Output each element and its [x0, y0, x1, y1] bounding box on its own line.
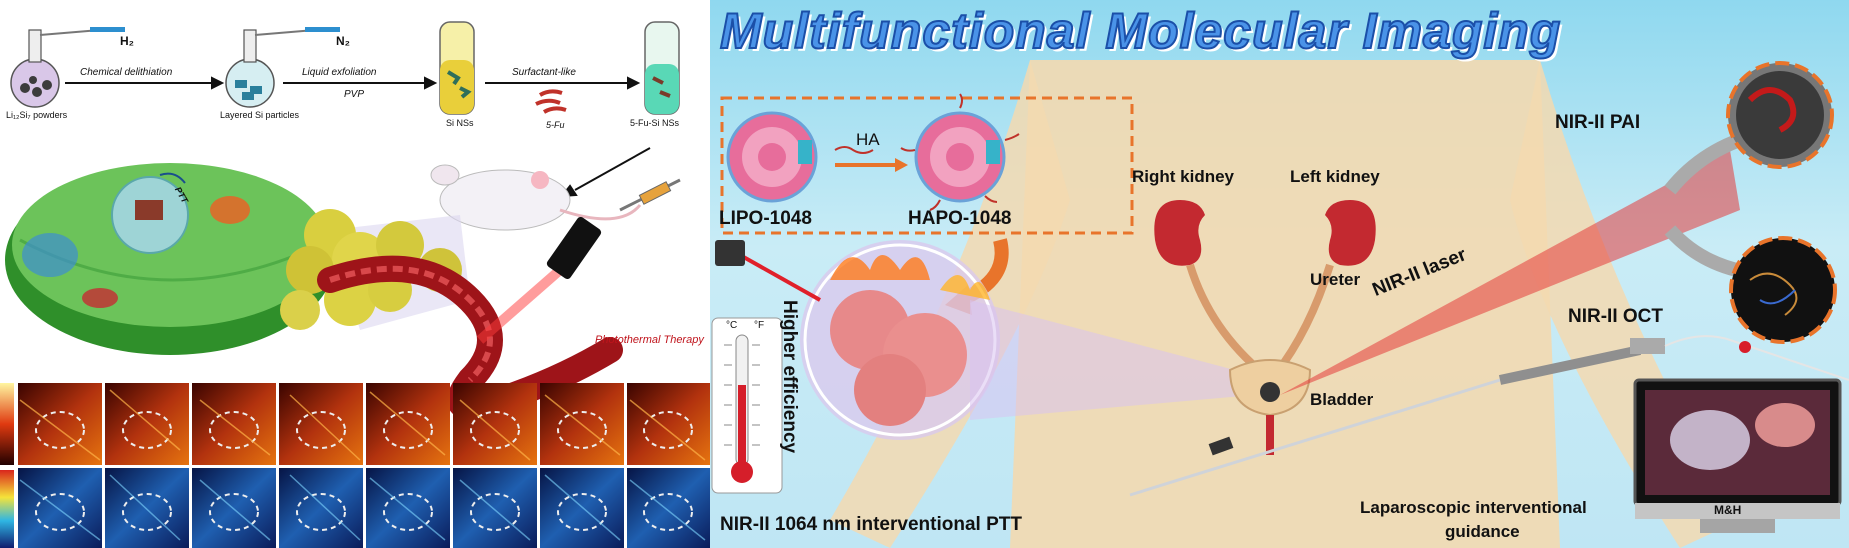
monitor-label: M&H — [1714, 503, 1742, 517]
left-kidney-label: Left kidney — [1290, 167, 1380, 186]
ptt-caption: NIR-II 1064 nm interventional PTT — [720, 514, 1022, 535]
monitor — [1633, 378, 1842, 533]
step-delithiation: Chemical delithiation — [80, 67, 173, 78]
oct-label: NIR-II OCT — [1568, 306, 1663, 327]
hapo-label: HAPO-1048 — [908, 208, 1012, 229]
flask-1 — [10, 27, 125, 108]
powder-label: Li₁₂Si₇ powders — [6, 110, 68, 120]
right-illustration — [711, 60, 1849, 548]
pai-label: NIR-II PAI — [1555, 112, 1641, 133]
ha-label: HA — [856, 130, 880, 149]
higher-efficiency-label: Higher efficiency — [779, 300, 800, 454]
left-panel: H₂ N₂ Chemical delithiation Liquid exfol… — [0, 0, 710, 548]
fu-si-label: 5-Fu-Si NSs — [630, 118, 680, 128]
layered-label: Layered Si particles — [220, 110, 300, 120]
right-kidney-label: Right kidney — [1132, 167, 1235, 186]
ureter-label: Ureter — [1310, 270, 1361, 289]
ptt-label: Photothermal Therapy — [595, 334, 704, 346]
step-exfoliation: Liquid exfoliation — [302, 67, 377, 78]
oct-image — [1729, 236, 1837, 344]
step-surfactant: Surfactant-like — [512, 67, 576, 78]
fu-rods — [535, 89, 567, 114]
laser-pointer-icon — [546, 216, 602, 280]
thermometer-icon — [711, 317, 783, 494]
syringe-icon — [619, 178, 681, 212]
si-ns-label: Si NSs — [446, 118, 474, 128]
guidance-label: guidance — [1445, 522, 1520, 541]
blood-vessel — [317, 255, 623, 420]
lipo-particle — [726, 111, 818, 203]
fahrenheit-label: °F — [754, 320, 765, 331]
n2-label: N₂ — [336, 34, 350, 48]
step-pvp: PVP — [344, 89, 365, 100]
flask-2 — [225, 27, 340, 108]
celsius-label: °C — [726, 320, 738, 331]
image-grid — [0, 383, 710, 548]
hapo-particle — [900, 93, 1020, 211]
h2-label: H₂ — [120, 34, 134, 48]
left-illustration — [0, 21, 710, 548]
urinary-tract — [1154, 200, 1376, 455]
bladder-label: Bladder — [1310, 390, 1374, 409]
cell-illustration — [5, 163, 335, 355]
right-panel: LIPO-1048 HA HAPO-1048 Right kidney Left… — [710, 0, 1849, 548]
laparoscopic-label: Laparoscopic interventional — [1360, 498, 1587, 517]
tube-si-ns — [439, 21, 475, 115]
lipo-label: LIPO-1048 — [719, 208, 812, 229]
fu-label: 5-Fu — [546, 120, 565, 130]
tube-fu-si — [644, 21, 680, 115]
main-title: Multifunctional Molecular Imaging — [719, 2, 1562, 60]
